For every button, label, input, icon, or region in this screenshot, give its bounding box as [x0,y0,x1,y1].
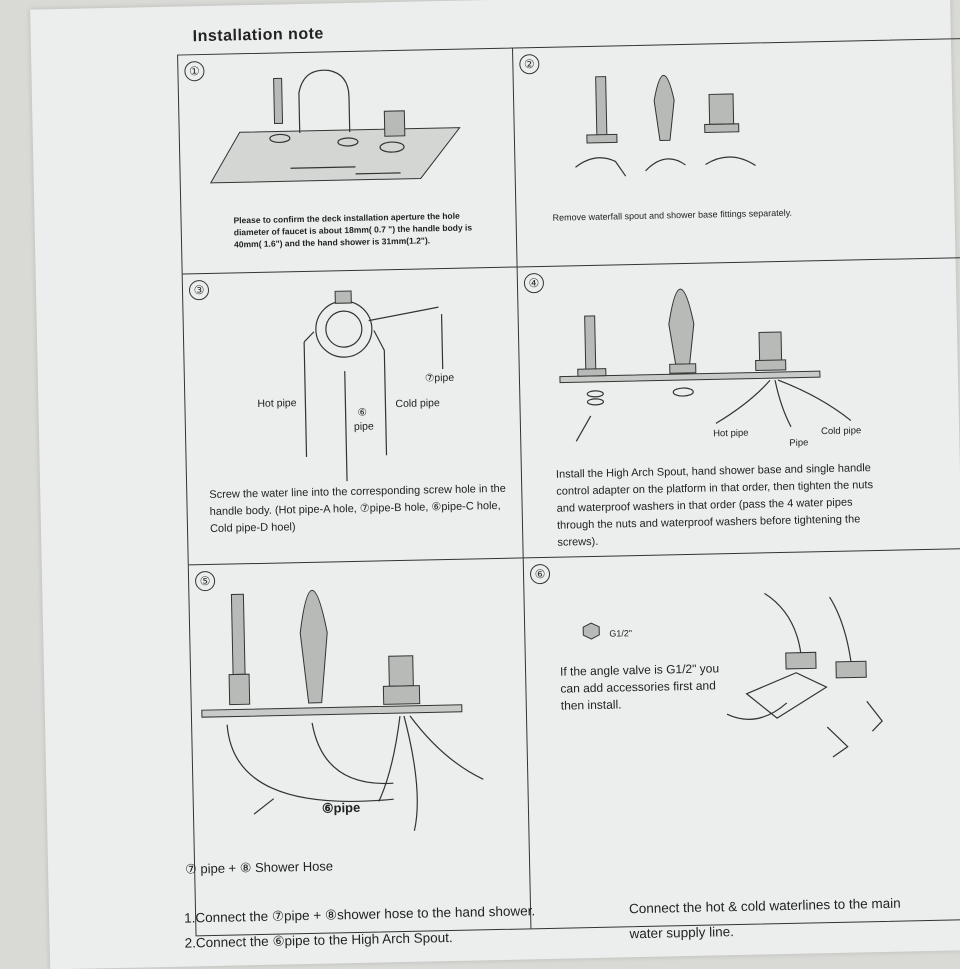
step-5: ⑤ ⑥pipe ⑦ pipe + ⑧ Shower Hose 1.Connect… [184,558,535,951]
step-3: ③ ⑦pipe Hot pipe Cold pipe ⑥ pipe Screw … [182,267,524,566]
pipe-6-label: ⑥pipe [321,799,361,816]
faucet-deck-illustration [209,69,461,184]
page-title: Installation note [192,25,325,46]
pipe-7-label: ⑦pipe [424,371,455,385]
platform-install-illustration [559,288,852,442]
shower-hose-connection-illustration [201,589,484,831]
pipe-6-label: pipe [353,420,374,433]
step-2: ② Remove waterfall spout and shower base… [513,38,960,268]
step-6-bottom-text: Connect the hot & cold waterlines to the… [628,895,901,942]
angle-valve-illustration [582,592,883,758]
handle-body-pipes-illustration [303,290,444,482]
step-1-text: Please to confirm the deck installation … [233,210,473,250]
cold-pipe-label: Cold pipe [820,425,862,438]
pipe-6-number: ⑥ [357,406,368,419]
steps-grid: ① Please to confirm the deck installatio… [177,37,960,951]
shower-hose-label: ⑦ pipe + ⑧ Shower Hose [184,858,334,877]
step-2-text: Remove waterfall spout and shower base f… [552,207,793,223]
step-6: ⑥ G1/2" If the angle valve is G1/2" you … [524,549,960,941]
pipe-label: Pipe [789,437,809,449]
hot-pipe-label: Hot pipe [713,427,749,440]
g12-label: G1/2" [609,628,633,639]
instruction-sheet: Installation note ① Please to confirm th… [30,0,960,969]
hot-pipe-label: Hot pipe [257,397,297,410]
remove-fittings-illustration [575,75,756,177]
cold-pipe-label: Cold pipe [395,397,440,411]
step-3-text: Screw the water line into the correspond… [209,482,506,535]
step-4-text: Install the High Arch Spout, hand shower… [555,462,874,549]
step-6-text: If the angle valve is G1/2" you can add … [559,661,720,713]
step-4: ④ Hot pipe Pipe Cold pipe Install th [517,257,960,559]
step-1: ① Please to confirm the deck installatio… [178,48,518,275]
